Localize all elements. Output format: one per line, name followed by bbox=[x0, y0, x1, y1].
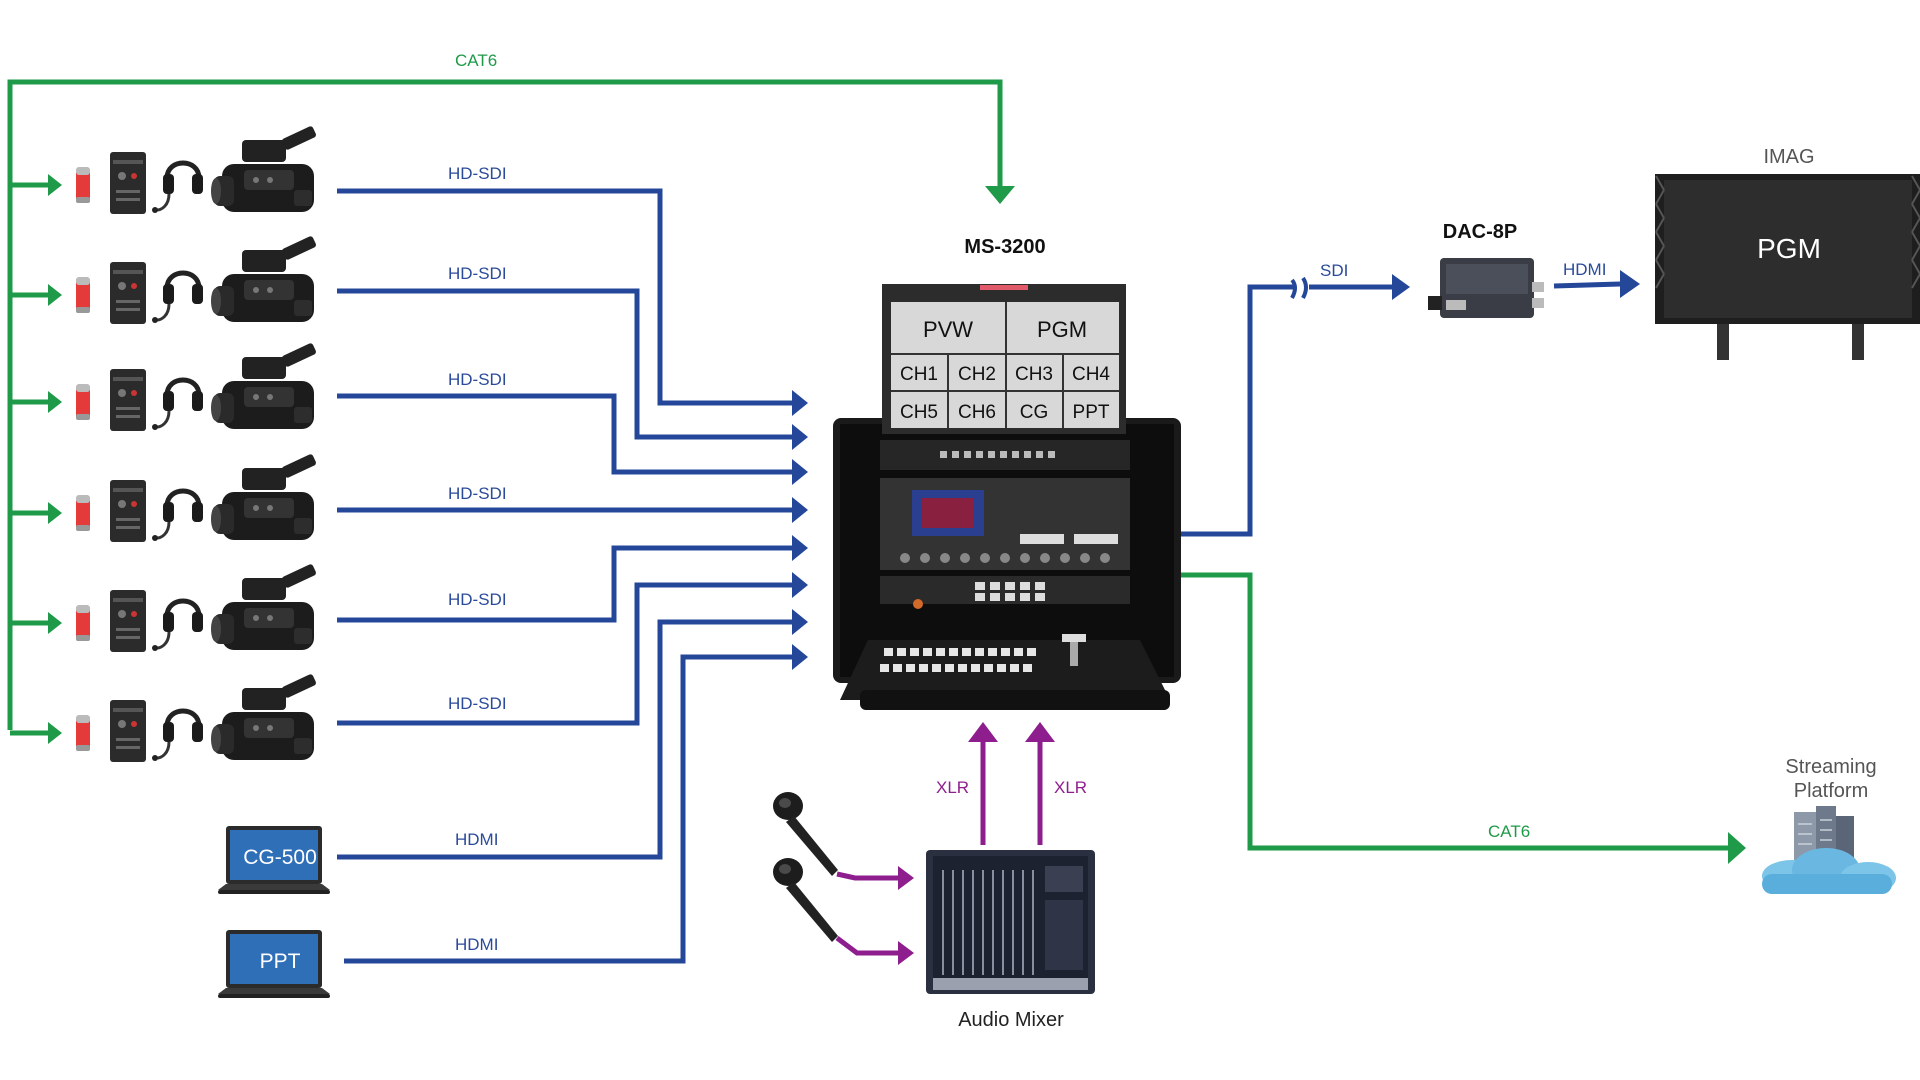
hdmi-output-line bbox=[1553, 281, 1621, 289]
intercom-beltpack-icon bbox=[110, 152, 146, 214]
ms3200-switcher: PVW PGM CH1 CH2 CH3 CH4 CH5 CH6 CG PPT bbox=[833, 284, 1181, 710]
cat6-stream-label: CAT6 bbox=[1488, 822, 1530, 841]
multiview-ch6: CH6 bbox=[958, 402, 996, 423]
camera-icon bbox=[211, 453, 317, 540]
multiview-cg: CG bbox=[1020, 402, 1049, 423]
streaming-label-line1: Streaming bbox=[1785, 756, 1876, 778]
sdi-output-arrow bbox=[1392, 274, 1410, 300]
intercom-beltpack-icon bbox=[110, 700, 146, 762]
converter-icon bbox=[1428, 258, 1544, 318]
cat6-stream-line bbox=[1181, 572, 1730, 851]
hdsdi-label-3: HD-SDI bbox=[448, 370, 507, 389]
monitor-screen-label: PGM bbox=[1757, 233, 1821, 264]
tally-light-icon bbox=[76, 384, 90, 420]
xlr-lines bbox=[835, 722, 1055, 965]
sdi-cable-break bbox=[1290, 276, 1308, 299]
cat6-loop-line bbox=[7, 79, 1003, 730]
streaming-label-line2: Platform bbox=[1794, 780, 1868, 802]
hdmi-input-label-1: HDMI bbox=[455, 830, 498, 849]
hdsdi-label-6: HD-SDI bbox=[448, 694, 507, 713]
sdi-input-lines bbox=[337, 188, 795, 964]
hdmi-output-arrow bbox=[1620, 270, 1640, 298]
camera-icon bbox=[211, 563, 317, 650]
camera-row-4 bbox=[76, 453, 317, 542]
laptop-ppt-label: PPT bbox=[260, 950, 301, 973]
tally-light-icon bbox=[76, 277, 90, 313]
headset-icon bbox=[152, 601, 203, 651]
monitor-label: IMAG bbox=[1763, 146, 1814, 168]
sdi-output-label: SDI bbox=[1320, 261, 1348, 280]
multiview-ch1: CH1 bbox=[900, 364, 938, 385]
monitor-icon bbox=[1655, 174, 1920, 360]
cat6-tally-branches bbox=[10, 174, 62, 744]
camera-row-1 bbox=[76, 125, 317, 214]
converter-name: DAC-8P bbox=[1443, 221, 1517, 243]
xlr-label-2: XLR bbox=[1054, 778, 1087, 797]
cat6-top-label: CAT6 bbox=[455, 51, 497, 70]
xlr-label-1: XLR bbox=[936, 778, 969, 797]
hdmi-output-label: HDMI bbox=[1563, 260, 1606, 279]
switcher-name: MS-3200 bbox=[964, 236, 1045, 258]
tally-light-icon bbox=[76, 715, 90, 751]
multiview-ppt: PPT bbox=[1073, 402, 1110, 423]
audio-mixer-label: Audio Mixer bbox=[958, 1009, 1064, 1031]
cat6-stream-arrow bbox=[1728, 832, 1746, 864]
camera-icon bbox=[211, 235, 317, 322]
camera-icon bbox=[211, 342, 317, 429]
headset-icon bbox=[152, 711, 203, 761]
laptop-cg500: CG-500 bbox=[218, 826, 330, 894]
intercom-beltpack-icon bbox=[110, 480, 146, 542]
cat6-switcher-arrow bbox=[985, 186, 1015, 204]
multiview-pvw: PVW bbox=[923, 317, 973, 342]
multiview-ch2: CH2 bbox=[958, 364, 996, 385]
cloud-server-icon bbox=[1762, 806, 1896, 894]
tally-light-icon bbox=[76, 495, 90, 531]
sdi-output-line bbox=[1181, 284, 1395, 537]
laptop-ppt: PPT bbox=[218, 930, 330, 998]
hdsdi-label-4: HD-SDI bbox=[448, 484, 507, 503]
multiview-ch3: CH3 bbox=[1015, 364, 1053, 385]
hdsdi-label-2: HD-SDI bbox=[448, 264, 507, 283]
camera-row-3 bbox=[76, 342, 317, 431]
multiview-ch5: CH5 bbox=[900, 402, 938, 423]
headset-icon bbox=[152, 380, 203, 430]
headset-icon bbox=[152, 491, 203, 541]
laptop-cg500-label: CG-500 bbox=[243, 846, 317, 869]
multiview-screen: PVW PGM CH1 CH2 CH3 CH4 CH5 CH6 CG PPT bbox=[891, 302, 1119, 428]
intercom-beltpack-icon bbox=[110, 590, 146, 652]
tally-light-icon bbox=[76, 605, 90, 641]
headset-icon bbox=[152, 273, 203, 323]
hdsdi-label-5: HD-SDI bbox=[448, 590, 507, 609]
camera-icon bbox=[211, 673, 317, 760]
intercom-beltpack-icon bbox=[110, 262, 146, 324]
camera-row-6 bbox=[76, 673, 317, 762]
tally-light-icon bbox=[76, 167, 90, 203]
camera-icon bbox=[211, 125, 317, 212]
camera-row-2 bbox=[76, 235, 317, 324]
camera-row-5 bbox=[76, 563, 317, 652]
intercom-beltpack-icon bbox=[110, 369, 146, 431]
headset-icon bbox=[152, 163, 203, 213]
audio-mixer-icon bbox=[926, 850, 1095, 994]
multiview-pgm: PGM bbox=[1037, 317, 1087, 342]
hdsdi-label-1: HD-SDI bbox=[448, 164, 507, 183]
multiview-ch4: CH4 bbox=[1072, 364, 1110, 385]
hdmi-input-label-2: HDMI bbox=[455, 935, 498, 954]
sdi-input-arrowheads bbox=[792, 390, 808, 670]
